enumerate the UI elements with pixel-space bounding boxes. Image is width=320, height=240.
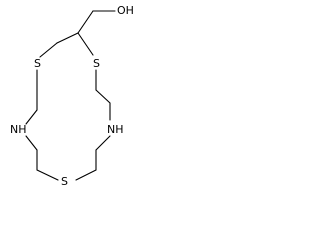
bond-left-lower-3 — [36, 169, 59, 181]
bond-left-lower-1 — [25, 135, 38, 151]
chemical-structure: S S OH NH NH S — [10, 4, 134, 188]
atom-sulfur-bottom: S — [61, 175, 68, 188]
atom-hydroxyl: OH — [117, 4, 134, 17]
bond-substituent-1 — [77, 10, 94, 34]
bond-ring-top-right — [77, 32, 94, 56]
atom-sulfur-right: S — [93, 57, 100, 70]
atom-labels: S S OH NH NH S — [10, 4, 134, 188]
atom-amine-left: NH — [10, 123, 27, 136]
bond-right-lower-1 — [95, 135, 111, 151]
atom-sulfur-left: S — [34, 57, 41, 70]
bond-left-chain-2 — [25, 109, 38, 125]
bond-right-lower-3 — [75, 169, 97, 181]
bond-left-s-up — [39, 42, 58, 58]
bond-ring-top-left — [56, 32, 79, 44]
atom-amine-right: NH — [107, 123, 124, 136]
bond-right-chain-1 — [95, 89, 111, 104]
bond-set — [25, 10, 116, 181]
